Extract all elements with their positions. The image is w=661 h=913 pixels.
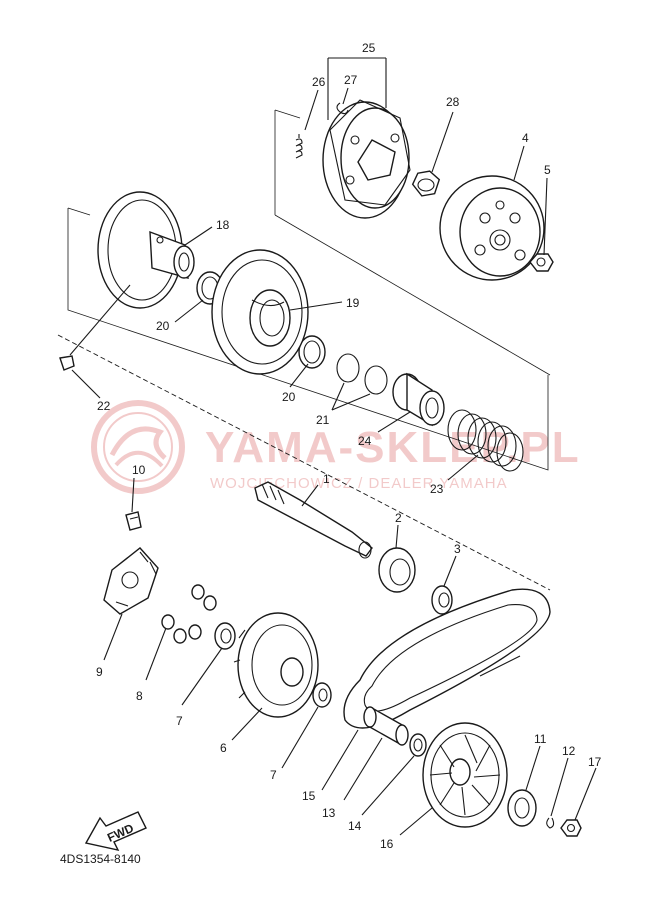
primary-sliding-sheave (233, 612, 319, 718)
collar (431, 585, 453, 615)
callout-18: 18 (216, 218, 230, 232)
washer (409, 733, 427, 757)
callout-22: 22 (97, 399, 111, 413)
callout-1: 1 (323, 472, 330, 486)
sheave-nut (507, 789, 537, 827)
callout-24: 24 (358, 434, 372, 448)
callout-4: 4 (522, 131, 529, 145)
clutch-carrier-assembly (322, 99, 411, 219)
v-belt (343, 588, 551, 729)
collar-lower (312, 682, 332, 708)
drawing-code: 4DS1354-8140 (60, 852, 141, 866)
callout-3: 3 (454, 542, 461, 556)
sheave-collar (363, 706, 409, 746)
lock-washer (546, 817, 555, 829)
watermark: YAMA-SKLEP.PL WOJCIECHOWICZ / DEALER YAM… (91, 400, 581, 494)
callout-25: 25 (362, 41, 376, 55)
callout-labels: 1 2 3 4 5 6 7 7 8 9 10 11 12 13 14 15 16… (96, 41, 602, 851)
callout-16: 16 (380, 837, 394, 851)
callout-17: 17 (588, 755, 602, 769)
callout-5: 5 (544, 163, 551, 177)
o-rings (336, 353, 388, 395)
clutch-housing (439, 175, 545, 281)
cam (103, 547, 159, 615)
callout-20-lower: 20 (282, 390, 296, 404)
housing-nut (529, 253, 554, 272)
callout-28: 28 (446, 95, 460, 109)
callout-8: 8 (136, 689, 143, 703)
clutch-spring (295, 134, 303, 159)
callout-9: 9 (96, 665, 103, 679)
secondary-fixed-sheave (97, 191, 195, 309)
callout-12: 12 (562, 744, 576, 758)
bearing (378, 547, 416, 593)
compression-spring (447, 409, 524, 472)
collar-upper (214, 622, 236, 650)
callout-14: 14 (348, 819, 362, 833)
callout-21: 21 (316, 413, 330, 427)
fwd-arrow-icon (84, 811, 147, 851)
flange-nut (560, 819, 582, 837)
leader-lines (69, 57, 597, 836)
clutch-circlip (336, 102, 349, 115)
callout-15: 15 (302, 789, 316, 803)
callout-2: 2 (395, 511, 402, 525)
callout-11: 11 (534, 732, 547, 746)
callout-13: 13 (322, 806, 336, 820)
assembly-outline (57, 109, 551, 591)
weight-rollers (161, 584, 217, 644)
primary-shaft (254, 481, 373, 559)
watermark-title: YAMA-SKLEP.PL (205, 423, 581, 472)
watermark-subtitle: WOJCIECHOWICZ / DEALER YAMAHA (210, 475, 508, 492)
oil-seal-lower (298, 335, 326, 369)
callout-26: 26 (312, 75, 326, 89)
callout-27: 27 (344, 73, 358, 87)
callout-6: 6 (220, 741, 227, 755)
slider (125, 511, 142, 531)
spring-seat (392, 372, 445, 427)
clutch-nut (411, 170, 441, 197)
callout-20-upper: 20 (156, 319, 170, 333)
secondary-sliding-sheave (211, 249, 309, 375)
guide-pin (59, 355, 75, 371)
callout-10: 10 (132, 463, 146, 477)
callout-19: 19 (346, 296, 360, 310)
watermark-logo-icon (91, 400, 185, 494)
callout-7-lower: 7 (270, 768, 277, 782)
primary-fixed-sheave (422, 722, 508, 828)
callout-23: 23 (430, 482, 444, 496)
callout-7-upper: 7 (176, 714, 183, 728)
